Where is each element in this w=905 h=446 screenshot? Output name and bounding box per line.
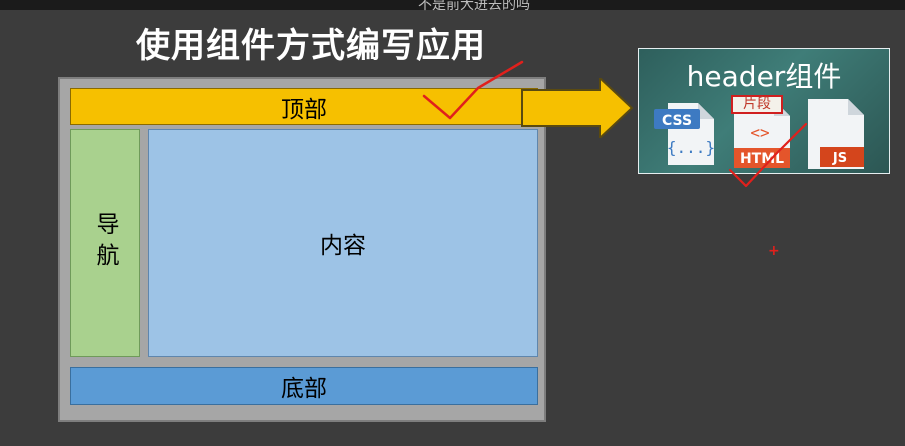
checkmark-annotation: [422, 60, 524, 120]
footer-region-label: 底部: [281, 376, 327, 402]
footer-region: 底部: [70, 367, 538, 405]
slide-title: 使用组件方式编写应用: [136, 26, 486, 66]
arrow-icon: [521, 78, 634, 138]
html-tag-label: HTML: [740, 151, 784, 167]
css-brace-glyph: {...}: [667, 138, 715, 157]
css-file-icon: CSS {...}: [654, 103, 715, 165]
js-tag-label: JS: [832, 151, 847, 166]
caption-text: 不是前大进去的吗: [418, 0, 530, 13]
page-layout-diagram: 顶部 导航 内容 底部: [58, 77, 546, 422]
js-file-icon: JS: [808, 99, 864, 169]
crosshair-cursor-icon: +: [768, 243, 780, 259]
nav-region-label: 导航: [92, 212, 118, 274]
css-tag-label: CSS: [662, 113, 692, 129]
nav-region: 导航: [70, 129, 140, 357]
header-region-label: 顶部: [281, 96, 327, 123]
html-angle-glyph: <>: [750, 123, 769, 142]
component-card-title: header组件: [686, 60, 842, 93]
fragment-label: 片段: [731, 95, 783, 114]
content-region-label: 内容: [320, 233, 366, 259]
checkmark-annotation-card: [728, 122, 808, 188]
top-bar: [0, 0, 905, 10]
content-region: 内容: [148, 129, 538, 357]
